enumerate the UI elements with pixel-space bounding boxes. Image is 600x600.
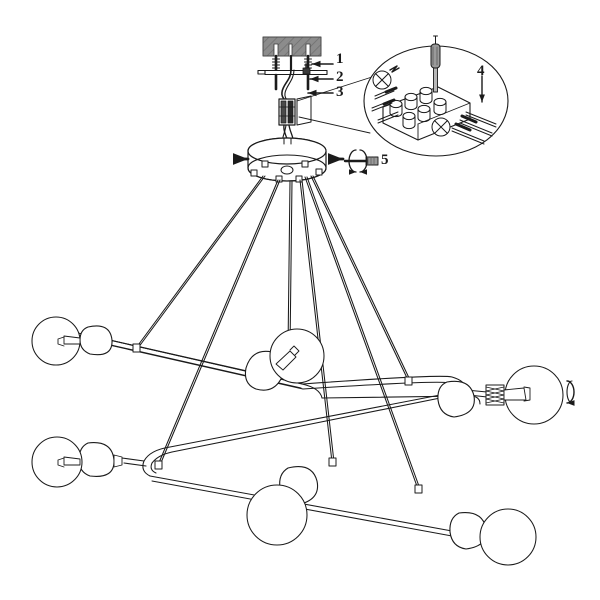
suspension-cables	[135, 175, 421, 490]
rotation-arrow-bulb	[566, 380, 575, 406]
light-bulb-lower-left	[31, 436, 123, 488]
canopy-set-screw	[343, 149, 379, 175]
light-bulb-right-detached	[437, 365, 575, 425]
ceiling-mounting-plate	[262, 36, 322, 57]
detail-circle-leaders	[296, 76, 373, 134]
terminal-block-detail-contents	[371, 35, 497, 145]
ceiling-canopy	[247, 137, 327, 183]
light-bulb-center-upper	[244, 328, 325, 391]
light-bulb-lower-right	[449, 508, 537, 566]
light-bulb-bottom-center	[246, 466, 319, 546]
mounting-bracket	[257, 63, 328, 91]
callout-leaders	[307, 60, 485, 103]
screwdriver-tool	[430, 35, 441, 93]
light-bulb-upper-left	[31, 316, 113, 366]
